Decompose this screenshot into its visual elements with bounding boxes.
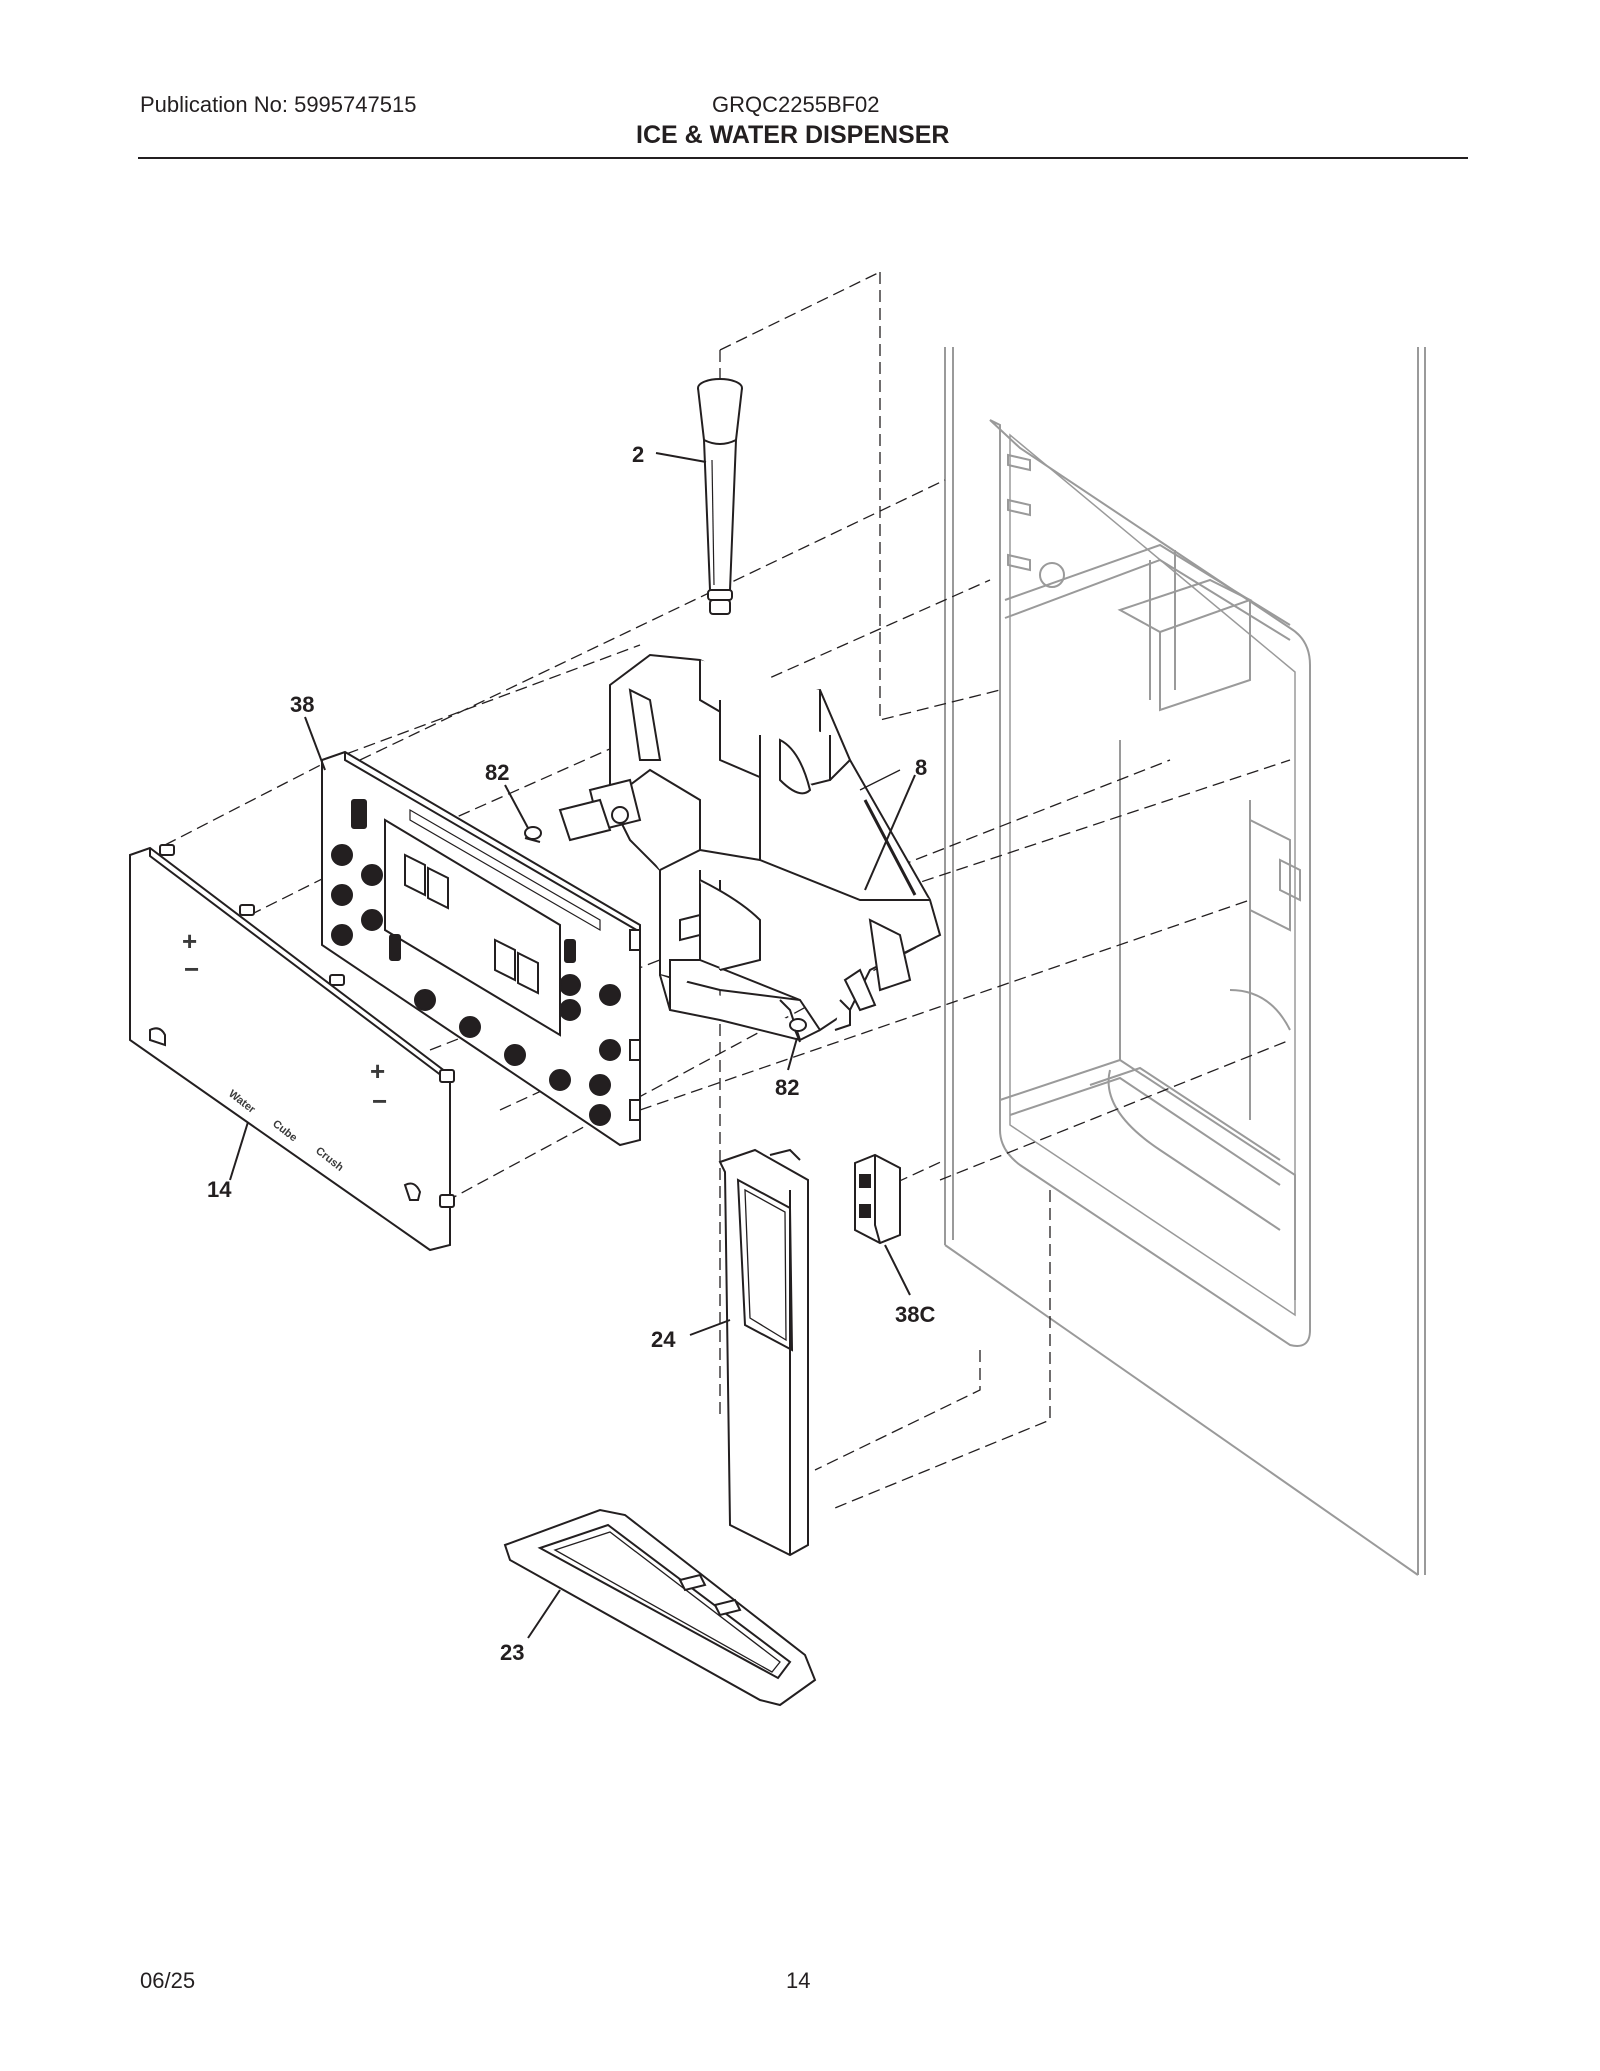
callout-82-lower: 82 (775, 1075, 799, 1100)
page-title: ICE & WATER DISPENSER (636, 121, 950, 149)
footer-date: 06/25 (140, 1968, 196, 1993)
header-rule (138, 157, 1468, 159)
callout-2: 2 (632, 442, 644, 467)
part-14-front-panel (129, 844, 455, 1252)
part-38-control-board (321, 750, 641, 1147)
model-number: GRQC2255BF02 (712, 92, 880, 117)
footer-page-number: 14 (786, 1968, 811, 1993)
callout-38c: 38C (895, 1302, 935, 1327)
part-24-dispenser-trim (718, 1148, 809, 1557)
panel-minus-right: − (372, 1086, 387, 1116)
panel-plus-right: + (370, 1056, 385, 1086)
callout-14: 14 (207, 1177, 232, 1202)
part-82-screw-upper (524, 826, 542, 843)
callout-24: 24 (651, 1327, 676, 1352)
panel-minus-left: − (184, 954, 199, 984)
part-2-water-tube (697, 378, 743, 615)
leader-lines (229, 452, 916, 1639)
part-38c-switch (854, 1153, 901, 1245)
callout-82-upper: 82 (485, 760, 509, 785)
part-8-dispenser-housing (558, 653, 942, 1042)
part-82-screw-lower (789, 1018, 807, 1043)
door-outline (944, 347, 1426, 1576)
callout-8: 8 (915, 755, 927, 780)
callout-23: 23 (500, 1640, 524, 1665)
callout-labels: 2 38 82 8 82 14 24 38C 23 (207, 442, 935, 1665)
publication-number: Publication No: 5995747515 (140, 92, 417, 117)
panel-plus-left: + (182, 926, 197, 956)
callout-38: 38 (290, 692, 314, 717)
part-23-drip-tray (503, 1508, 817, 1707)
